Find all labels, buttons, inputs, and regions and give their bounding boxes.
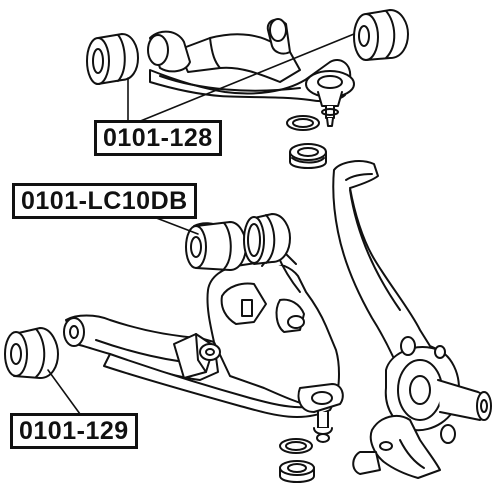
arm-bushing — [185, 221, 247, 271]
leader-lines-128 — [127, 33, 355, 123]
part-number-label-arm: 0101-LC10DB — [12, 183, 197, 219]
upper-control-arm — [147, 18, 355, 127]
steering-knuckle — [332, 160, 492, 479]
lower-ball-joint-boot — [279, 438, 315, 483]
lower-bushing — [4, 327, 59, 379]
arm-bushing-sleeve — [243, 213, 291, 265]
part-number-label-upper: 0101-128 — [94, 120, 222, 156]
upper-bushing-right — [353, 9, 409, 61]
part-number-label-lower: 0101-129 — [10, 413, 138, 449]
upper-bushing-left — [86, 33, 139, 85]
upper-ball-joint-boot — [286, 115, 327, 169]
